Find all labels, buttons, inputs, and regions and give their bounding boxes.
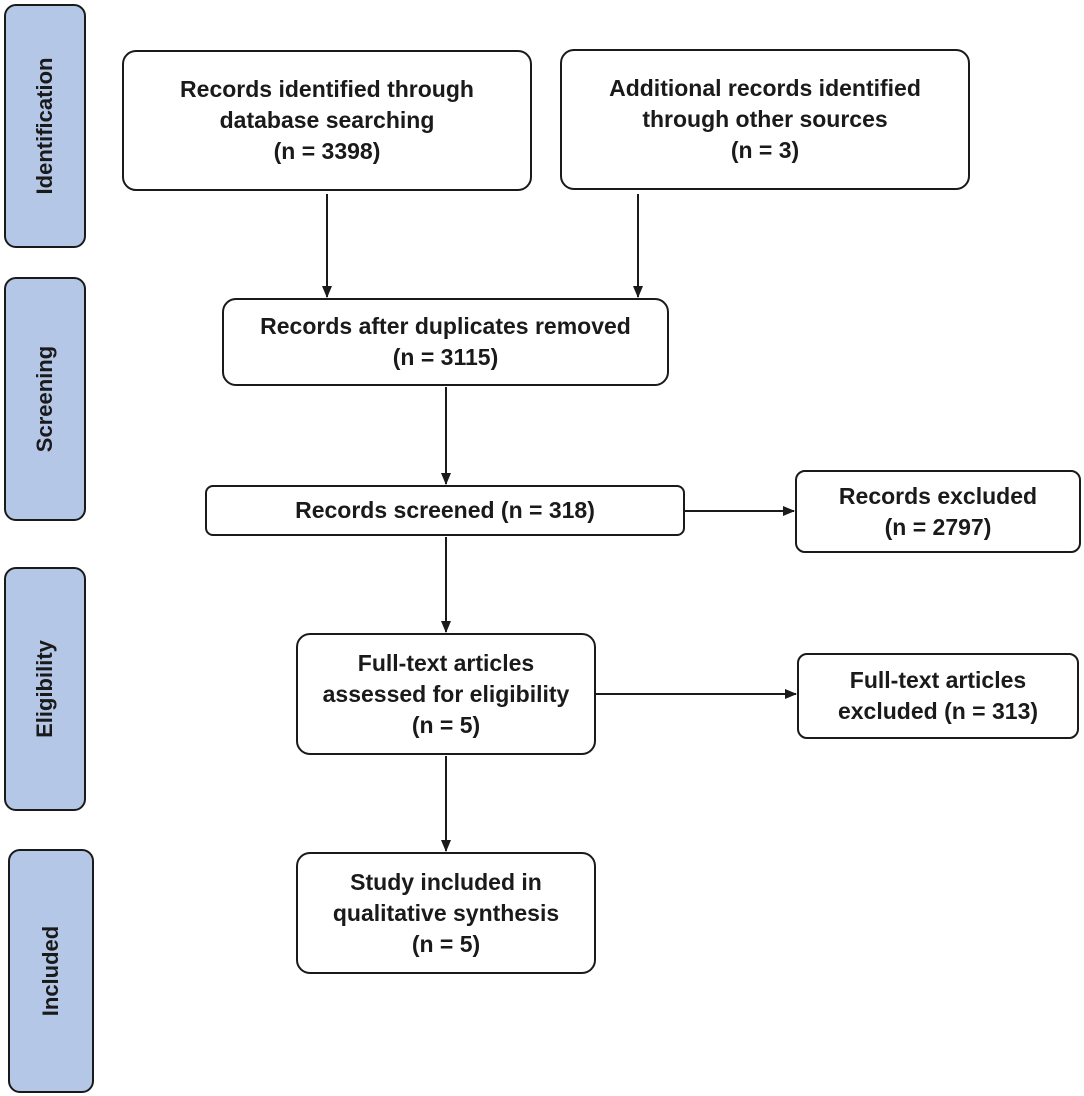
box-records-excluded-count: (n = 2797) — [884, 513, 992, 540]
box-database-search: Records identified through database sear… — [122, 50, 532, 191]
box-other-sources-line2: through other sources — [642, 106, 888, 132]
box-fulltext-excluded: Full-text articles excluded (n = 313) — [797, 653, 1079, 739]
box-included-study-line1: Study included in — [350, 868, 542, 895]
box-database-search-count: (n = 3398) — [273, 138, 381, 164]
box-fulltext-assessed-line2: assessed for eligibility — [322, 680, 570, 707]
box-fulltext-assessed: Full-text articles assessed for eligibil… — [296, 633, 596, 755]
box-other-sources-line1: Additional records identified — [609, 75, 921, 101]
box-records-screened: Records screened (n = 318) — [205, 485, 685, 536]
box-fulltext-excluded-line1: Full-text articles — [849, 667, 1027, 693]
stage-identification: Identification — [4, 4, 86, 248]
box-included-study: Study included in qualitative synthesis … — [296, 852, 596, 974]
box-records-excluded: Records excluded (n = 2797) — [795, 470, 1081, 553]
box-duplicates-removed: Records after duplicates removed (n = 31… — [222, 298, 669, 386]
box-included-study-count: (n = 5) — [411, 930, 481, 957]
box-other-sources-count: (n = 3) — [730, 137, 800, 163]
box-records-excluded-line1: Records excluded — [838, 482, 1038, 509]
box-database-search-line2: database searching — [219, 107, 435, 133]
box-duplicates-removed-line1: Records after duplicates removed — [260, 313, 631, 339]
stage-eligibility: Eligibility — [4, 567, 86, 811]
box-duplicates-removed-count: (n = 3115) — [392, 344, 499, 370]
box-database-search-line1: Records identified through — [180, 76, 474, 102]
box-included-study-line2: qualitative synthesis — [332, 899, 560, 926]
box-records-screened-line1: Records screened (n = 318) — [295, 497, 595, 523]
box-fulltext-assessed-count: (n = 5) — [411, 711, 481, 738]
box-fulltext-assessed-line1: Full-text articles — [357, 649, 535, 676]
box-fulltext-excluded-line2: excluded (n = 313) — [837, 698, 1039, 724]
stage-screening: Screening — [4, 277, 86, 521]
box-other-sources: Additional records identified through ot… — [560, 49, 970, 190]
stage-included: Included — [8, 849, 94, 1093]
